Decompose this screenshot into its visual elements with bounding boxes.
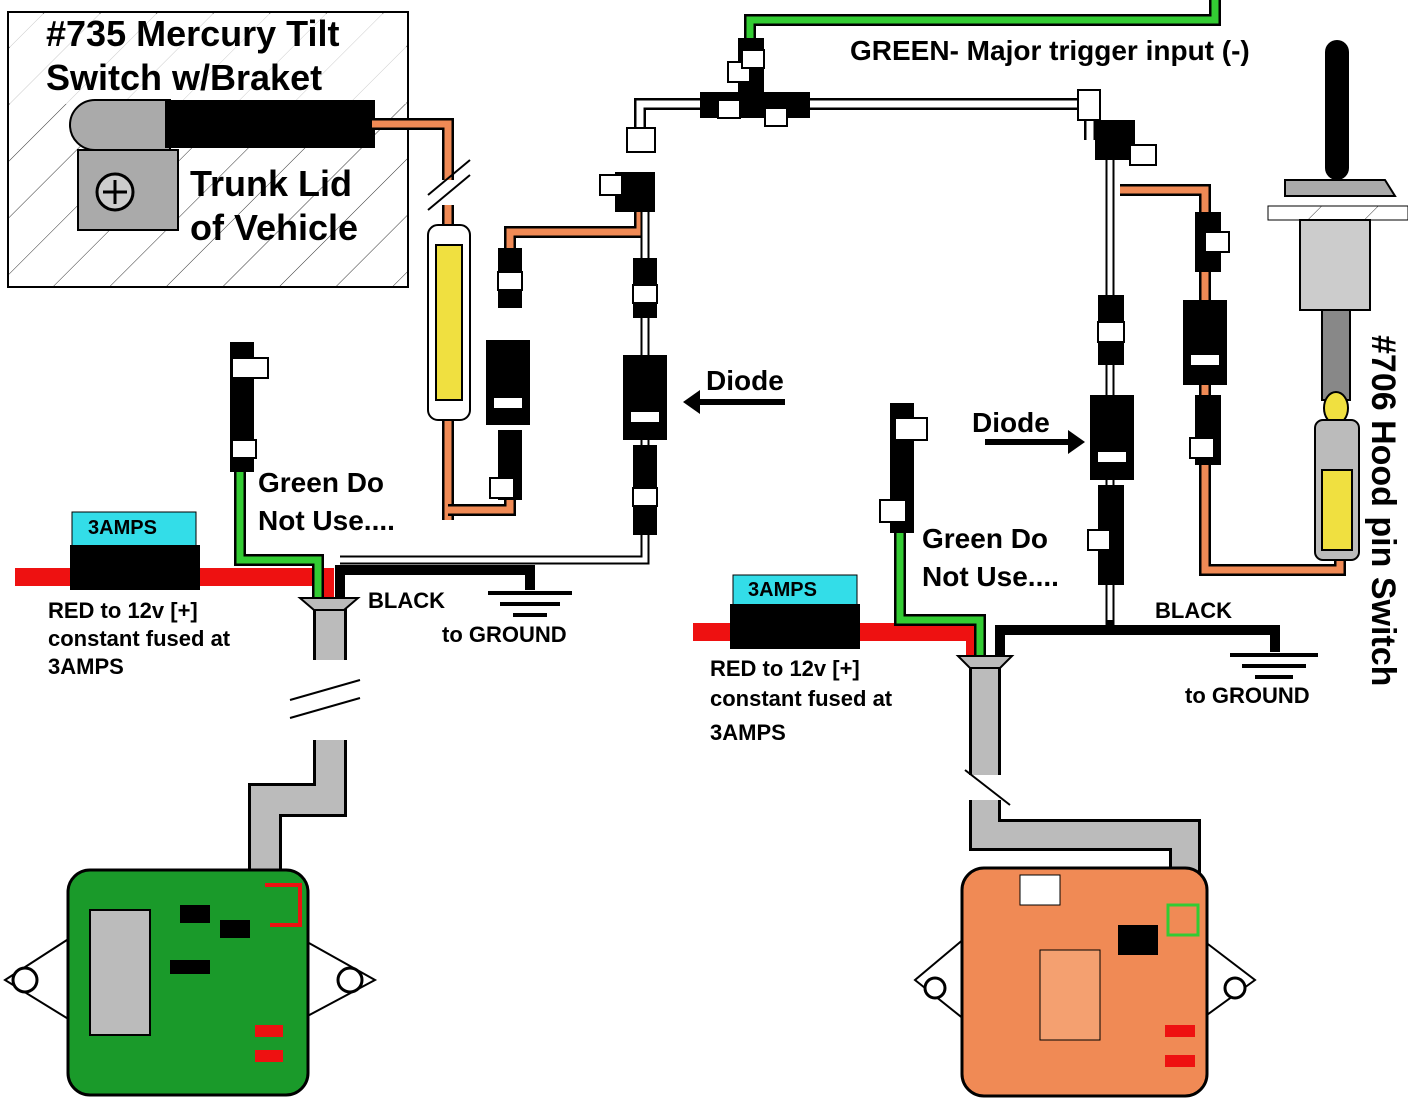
relay-icon bbox=[486, 340, 530, 425]
left-red-label-2: constant fused at bbox=[48, 626, 231, 651]
tilt-switch-box: #735 Mercury Tilt Switch w/Braket Trunk … bbox=[7, 11, 409, 288]
trunk-label-1: Trunk Lid bbox=[190, 163, 352, 204]
right-green-label-1: Green Do bbox=[922, 523, 1048, 554]
green-trigger-label: GREEN- Major trigger input (-) bbox=[850, 35, 1250, 66]
right-fuse-label: 3AMPS bbox=[748, 579, 817, 601]
trunk-label-2: of Vehicle bbox=[190, 207, 358, 248]
hood-switch-label: #706 Hood pin Switch bbox=[1364, 335, 1402, 686]
left-black-label: BLACK bbox=[368, 588, 445, 613]
right-green-label-2: Not Use.... bbox=[922, 561, 1059, 592]
left-red-label-1: RED to 12v [+] bbox=[48, 598, 198, 623]
left-green-label-2: Not Use.... bbox=[258, 505, 395, 536]
left-fuse-label: 3AMPS bbox=[88, 517, 157, 539]
tilt-switch-icon bbox=[69, 99, 171, 151]
right-ground-label: to GROUND bbox=[1185, 683, 1310, 708]
right-diode-icon bbox=[1090, 395, 1134, 480]
left-red-label-3: 3AMPS bbox=[48, 654, 124, 679]
arrows bbox=[683, 390, 1085, 454]
right-fuse-icon bbox=[732, 574, 858, 606]
right-red-label-3: 3AMPS bbox=[710, 720, 786, 745]
green-alarm-module-icon bbox=[3, 868, 378, 1097]
right-red-label-1: RED to 12v [+] bbox=[710, 656, 860, 681]
left-diode-icon bbox=[623, 355, 667, 440]
left-green-label-1: Green Do bbox=[258, 467, 384, 498]
right-red-label-2: constant fused at bbox=[710, 686, 893, 711]
right-black-label: BLACK bbox=[1155, 598, 1232, 623]
orange-alarm-module-icon bbox=[913, 866, 1257, 1098]
right-diode-label: Diode bbox=[972, 407, 1050, 438]
components bbox=[70, 38, 1230, 669]
left-ground-label: to GROUND bbox=[442, 622, 567, 647]
hood-pin-switch-icon bbox=[1267, 40, 1408, 561]
tilt-title-1: #735 Mercury Tilt bbox=[46, 13, 339, 54]
tilt-title-2: Switch w/Braket bbox=[46, 57, 322, 98]
left-diode-label: Diode bbox=[706, 365, 784, 396]
